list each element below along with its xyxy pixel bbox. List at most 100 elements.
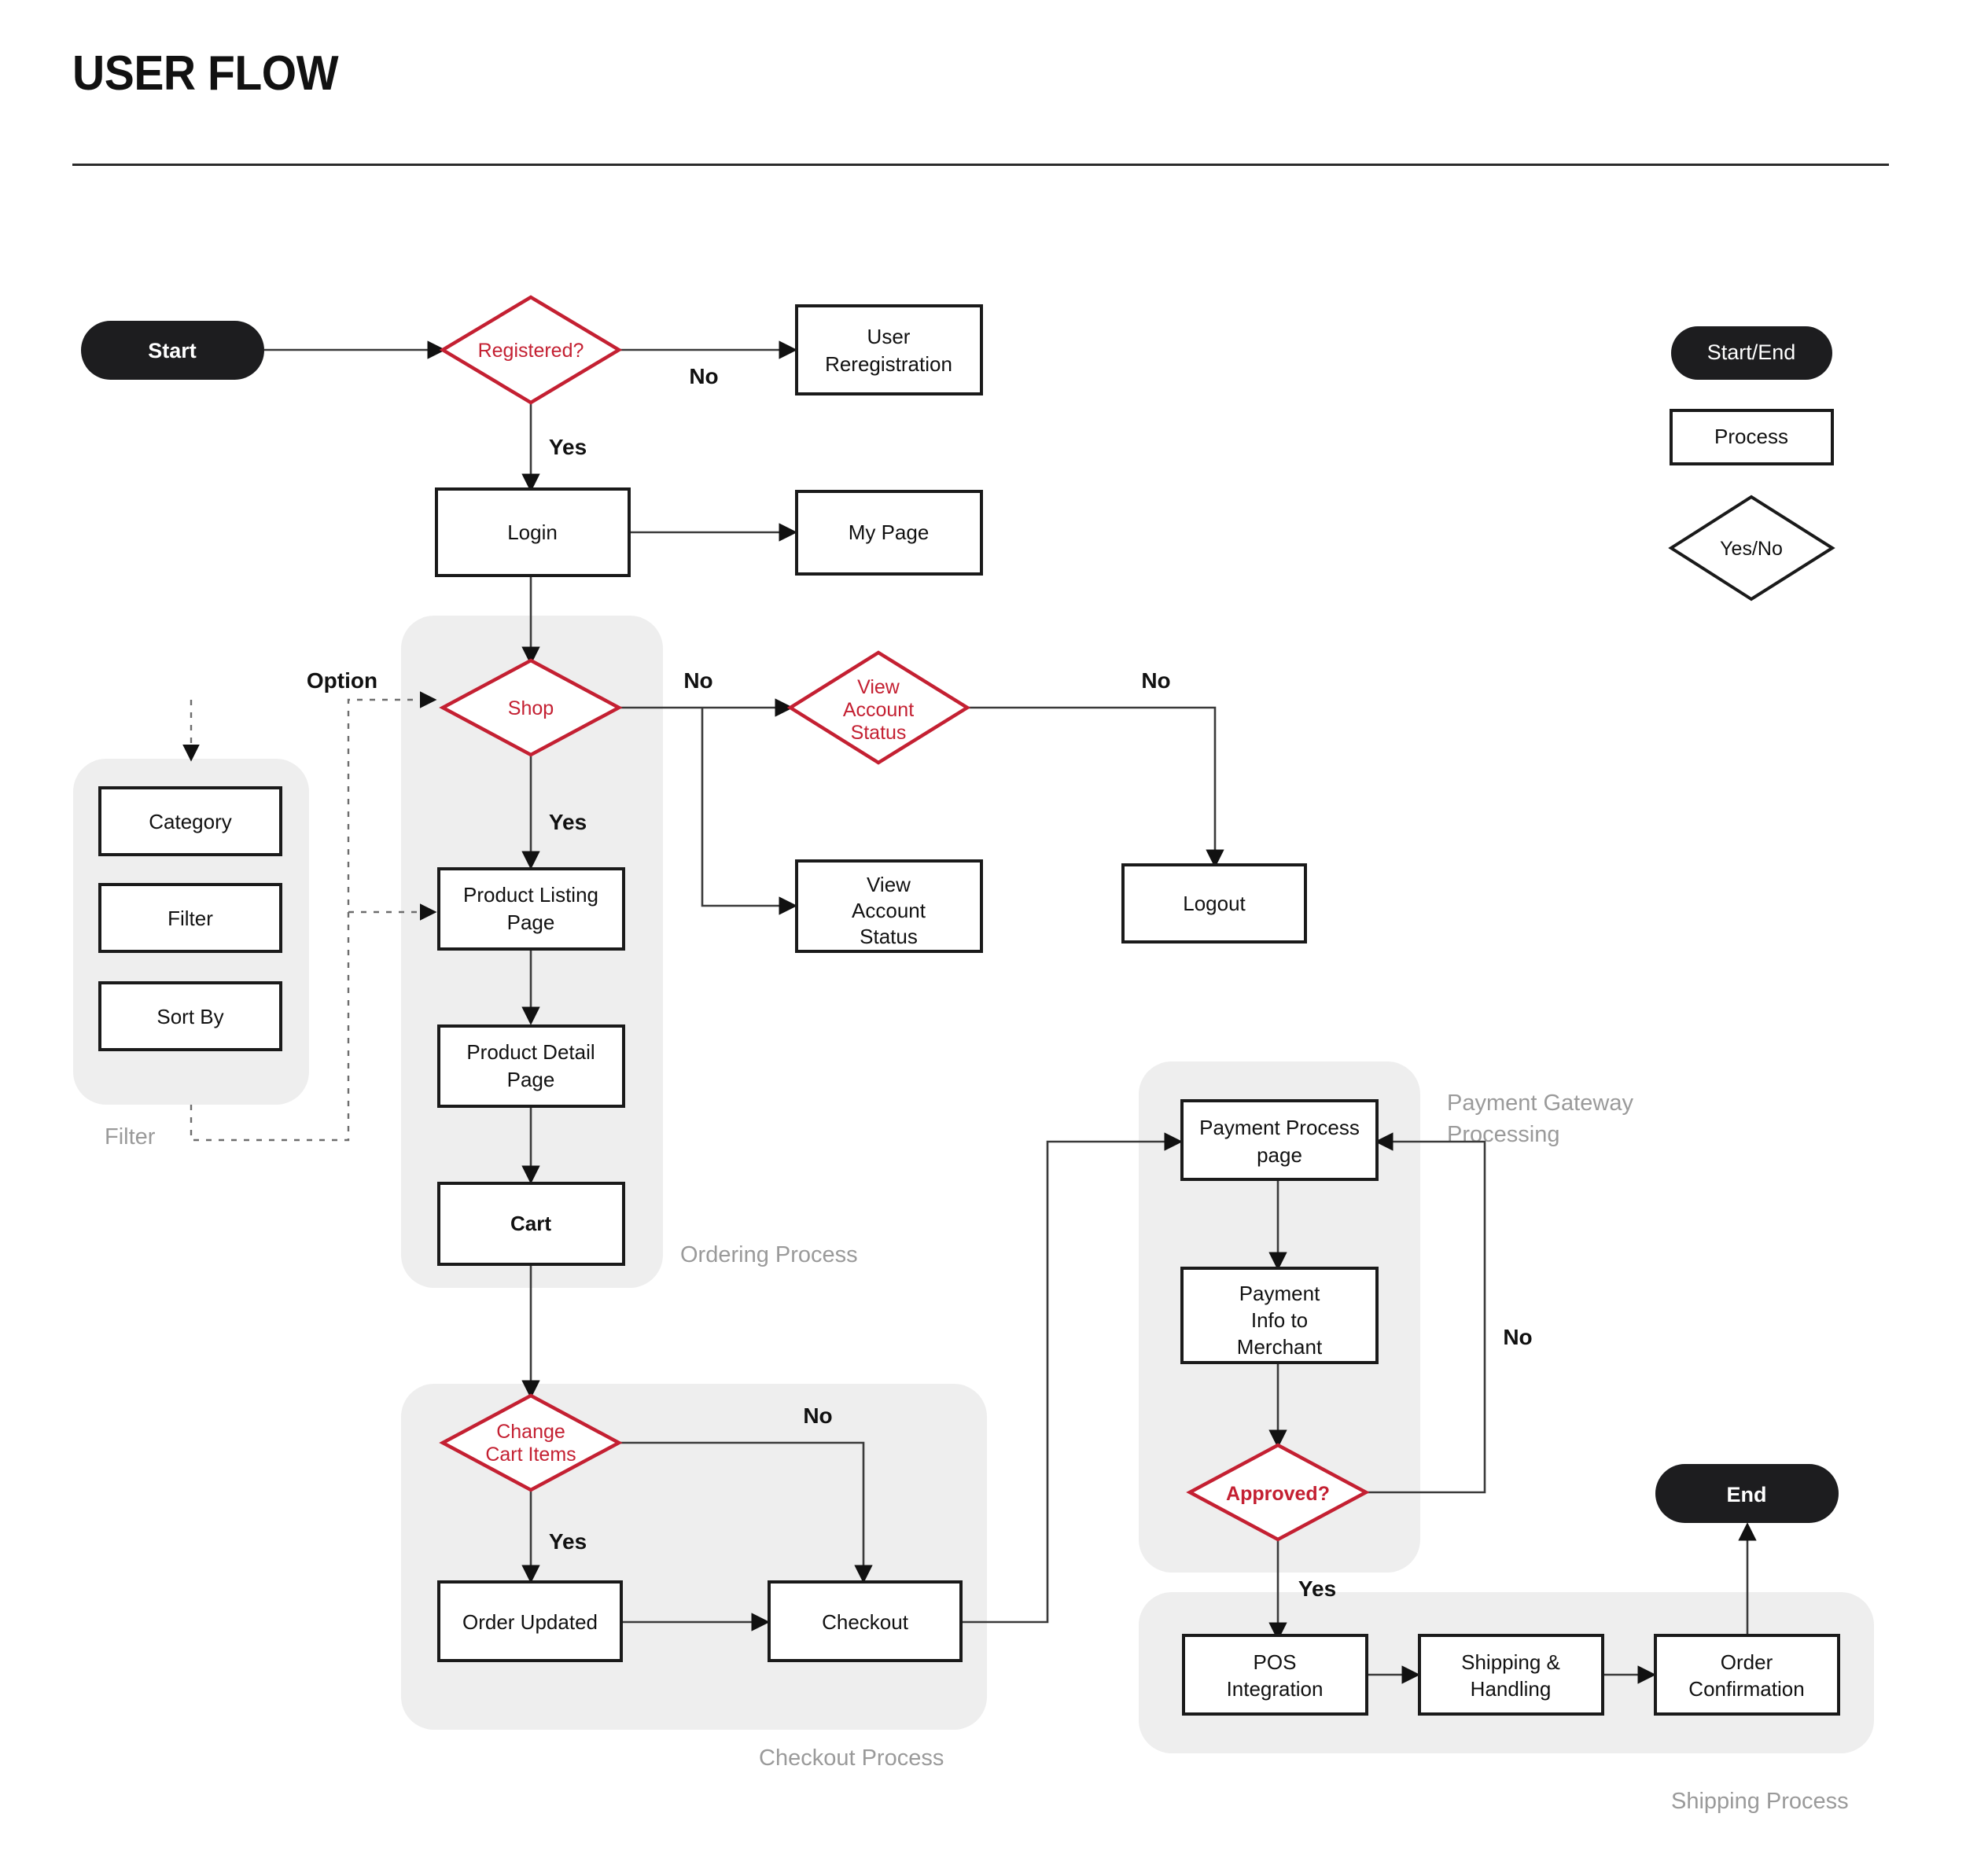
node-approved-label: Approved?	[1226, 1483, 1330, 1505]
legend-rect-shape	[1670, 409, 1834, 465]
node-change-cart-items-decision[interactable]: Change Cart Items	[439, 1393, 623, 1492]
node-login[interactable]: Login	[435, 487, 631, 577]
legend-pill-shape	[1671, 326, 1832, 380]
user-reregistration-box	[795, 304, 983, 395]
edge-label-shop-no: No	[683, 668, 712, 693]
node-checkout-label: Checkout	[822, 1610, 909, 1634]
edge-label-approved-yes: Yes	[1298, 1576, 1336, 1601]
legend-start-end-label: Start/End	[1707, 340, 1796, 364]
node-view-account-status-decision[interactable]: View Account Status	[786, 650, 971, 765]
node-shop-decision[interactable]: Shop	[439, 658, 623, 757]
checkout-box	[768, 1580, 963, 1662]
node-shipping-line1: Shipping &	[1461, 1650, 1560, 1674]
shop-diamond-shape	[439, 658, 623, 757]
node-filter-label: Filter	[168, 907, 213, 930]
node-order-updated[interactable]: Order Updated	[437, 1580, 623, 1662]
node-registered-decision[interactable]: Registered?	[439, 295, 623, 405]
group-label-checkout: Checkout Process	[759, 1745, 944, 1771]
node-end-label: End	[1727, 1483, 1767, 1506]
node-payment-process-page[interactable]: Payment Process page	[1180, 1099, 1379, 1181]
node-category-label: Category	[149, 810, 232, 833]
node-filter[interactable]: Filter	[98, 883, 282, 953]
node-plp-line1: Product Listing	[463, 883, 598, 907]
node-my-page[interactable]: My Page	[795, 490, 983, 576]
node-logout[interactable]: Logout	[1121, 863, 1307, 944]
pos-integration-box	[1182, 1634, 1368, 1716]
connector-option-dotted-to-shop	[190, 691, 437, 1142]
group-label-shipping: Shipping Process	[1671, 1789, 1849, 1814]
node-vas-decision-line2: Account	[843, 699, 914, 721]
node-cart[interactable]: Cart	[437, 1182, 625, 1266]
connector-shop-no-to-vas-process	[701, 708, 797, 915]
group-label-payment-line2: Processing	[1447, 1122, 1559, 1147]
node-vas-process-line1: View	[867, 873, 911, 896]
node-end[interactable]: End	[1655, 1464, 1839, 1523]
edge-label-shop-option: Option	[307, 668, 377, 693]
approved-diamond-shape	[1186, 1443, 1370, 1542]
node-order-updated-label: Order Updated	[462, 1610, 598, 1634]
node-logout-label: Logout	[1183, 892, 1246, 915]
legend-process-label: Process	[1714, 425, 1788, 448]
node-start[interactable]: Start	[81, 321, 264, 380]
edge-label-registered-no: No	[689, 364, 718, 388]
node-payment-info-to-merchant[interactable]: Payment Info to Merchant	[1180, 1267, 1379, 1364]
product-listing-page-box	[437, 867, 625, 951]
node-registered-label: Registered?	[478, 340, 584, 362]
shipping-handling-box	[1418, 1634, 1604, 1716]
node-plp-line2: Page	[507, 910, 555, 934]
connector-vas-no-to-logout	[967, 706, 1224, 868]
node-sort-by[interactable]: Sort By	[98, 981, 282, 1051]
legend-diamond-shape	[1668, 495, 1835, 601]
node-vas-process-line2: Account	[852, 899, 926, 922]
node-product-detail-page[interactable]: Product Detail Page	[437, 1024, 625, 1108]
legend-item-process: Process	[1670, 409, 1834, 465]
payment-info-merchant-box	[1180, 1267, 1379, 1364]
legend: Start/End Process Yes/No	[1668, 326, 1835, 601]
legend-item-yes-no: Yes/No	[1668, 495, 1835, 601]
node-pdp-line2: Page	[507, 1068, 555, 1091]
edge-label-registered-yes: Yes	[549, 435, 587, 459]
node-view-account-status-process[interactable]: View Account Status	[795, 859, 983, 953]
node-pos-integration[interactable]: POS Integration	[1182, 1634, 1368, 1716]
node-user-reregistration[interactable]: User Reregistration	[795, 304, 983, 395]
title-divider	[72, 164, 1889, 166]
node-ppp-line1: Payment Process	[1199, 1116, 1360, 1139]
logout-box	[1121, 863, 1307, 944]
node-pdp-line1: Product Detail	[466, 1040, 595, 1064]
node-confirmation-line2: Confirmation	[1688, 1677, 1804, 1701]
login-box	[435, 487, 631, 577]
node-vas-decision-line1: View	[857, 676, 900, 698]
node-cart-label: Cart	[510, 1212, 551, 1235]
node-my-page-label: My Page	[849, 520, 930, 544]
order-updated-box	[437, 1580, 623, 1662]
node-pim-line3: Merchant	[1237, 1335, 1323, 1359]
node-confirmation-line1: Order	[1721, 1650, 1773, 1674]
edge-label-approved-no: No	[1503, 1325, 1532, 1349]
node-vas-decision-line3: Status	[851, 722, 907, 744]
node-order-confirmation[interactable]: Order Confirmation	[1654, 1634, 1840, 1716]
node-shipping-handling[interactable]: Shipping & Handling	[1418, 1634, 1604, 1716]
cart-box	[437, 1182, 625, 1266]
node-pos-line2: Integration	[1227, 1677, 1324, 1701]
connector-approved-no	[1366, 1132, 1486, 1494]
node-vas-process-line3: Status	[860, 925, 918, 948]
node-user-reregistration-line2: Reregistration	[825, 352, 952, 376]
node-shop-label: Shop	[508, 697, 554, 719]
node-change-cart-line2: Cart Items	[485, 1444, 576, 1466]
page-title: USER FLOW	[72, 46, 339, 101]
node-checkout[interactable]: Checkout	[768, 1580, 963, 1662]
end-pill-shape	[1655, 1464, 1839, 1523]
edge-label-shop-yes: Yes	[549, 810, 587, 834]
node-product-listing-page[interactable]: Product Listing Page	[437, 867, 625, 951]
node-change-cart-line1: Change	[496, 1421, 565, 1443]
legend-yes-no-label: Yes/No	[1720, 538, 1783, 560]
group-label-ordering: Ordering Process	[680, 1242, 858, 1267]
change-cart-diamond-shape	[439, 1393, 623, 1492]
node-category[interactable]: Category	[98, 786, 282, 856]
group-label-payment-line1: Payment Gateway	[1447, 1091, 1633, 1116]
node-pim-line1: Payment	[1239, 1282, 1320, 1305]
vas-diamond-shape	[786, 650, 971, 765]
node-approved-decision[interactable]: Approved?	[1186, 1443, 1370, 1542]
node-pos-line1: POS	[1254, 1650, 1297, 1674]
